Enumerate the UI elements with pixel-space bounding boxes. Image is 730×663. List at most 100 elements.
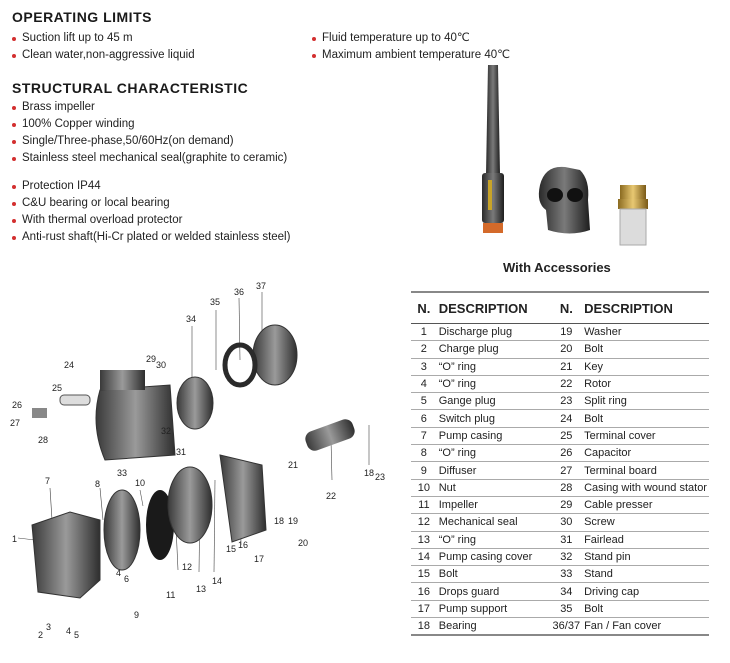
svg-text:15: 15: [226, 544, 236, 554]
svg-text:34: 34: [186, 314, 196, 324]
part-number-cell: 36/37: [550, 617, 583, 637]
part-description-cell: Switch plug: [436, 409, 551, 428]
part-description-cell: Pump casing cover: [436, 548, 551, 567]
part-description-cell: Casing with wound stator: [582, 479, 709, 497]
part-number-cell: 32: [550, 548, 583, 567]
svg-text:6: 6: [124, 574, 129, 584]
list-item: Single/Three-phase,50/60Hz(on demand): [12, 133, 287, 150]
part-number-cell: 10: [411, 479, 437, 497]
column-header: DESCRIPTION: [582, 291, 709, 324]
svg-text:29: 29: [146, 354, 156, 364]
part-number-cell: 5: [411, 392, 437, 411]
part-description-cell: Diffuser: [436, 461, 551, 480]
svg-text:2: 2: [38, 630, 43, 640]
part-description-cell: “O” ring: [436, 444, 551, 463]
part-description-cell: Terminal cover: [582, 427, 709, 446]
svg-text:27: 27: [10, 418, 20, 428]
part-description-cell: Terminal board: [582, 461, 709, 480]
part-description-cell: Cable presser: [582, 496, 709, 515]
part-number-cell: 27: [550, 461, 583, 480]
list-item: Protection IP44: [12, 178, 290, 195]
accessories-title: With Accessories: [503, 260, 611, 275]
column-header: DESCRIPTION: [436, 291, 551, 324]
part-number-cell: 12: [411, 513, 437, 532]
svg-text:19: 19: [288, 516, 298, 526]
part-number-cell: 11: [411, 496, 437, 515]
part-description-cell: Impeller: [436, 496, 551, 515]
part-number-cell: 20: [550, 340, 583, 359]
part-number-cell: 33: [550, 565, 583, 584]
part-number-cell: 8: [411, 444, 437, 463]
list-item: Stainless steel mechanical seal(graphite…: [12, 150, 287, 167]
part-description-cell: Bolt: [436, 565, 551, 584]
accessories-image: [482, 65, 648, 246]
part-number-cell: 25: [550, 427, 583, 446]
svg-text:12: 12: [182, 562, 192, 572]
part-description-cell: Rotor: [582, 375, 709, 394]
part-description-cell: Bearing: [436, 617, 551, 637]
svg-text:17: 17: [254, 554, 264, 564]
part-description-cell: Charge plug: [436, 340, 551, 359]
svg-text:18: 18: [274, 516, 284, 526]
svg-text:11: 11: [166, 590, 175, 600]
part-description-cell: Bolt: [582, 409, 709, 428]
svg-text:28: 28: [38, 435, 48, 445]
table-header-row: N. DESCRIPTION N. DESCRIPTION: [411, 291, 709, 324]
part-description-cell: Gange plug: [436, 392, 551, 411]
svg-text:4: 4: [66, 626, 71, 636]
svg-text:1: 1: [12, 534, 17, 544]
list-item: With thermal overload protector: [12, 212, 290, 229]
part-number-cell: 4: [411, 375, 437, 394]
svg-text:4: 4: [116, 568, 121, 578]
svg-text:20: 20: [298, 538, 308, 548]
svg-text:7: 7: [45, 476, 50, 486]
column-header: N.: [550, 291, 583, 324]
part-description-cell: Bolt: [582, 600, 709, 619]
list-item: Fluid temperature up to 40℃: [312, 30, 510, 47]
part-description-cell: Bolt: [582, 340, 709, 359]
part-number-cell: 2: [411, 340, 437, 359]
part-description-cell: “O” ring: [436, 531, 551, 549]
part-number-cell: 34: [550, 582, 583, 601]
part-number-cell: 3: [411, 358, 437, 376]
part-number-cell: 21: [550, 358, 583, 376]
part-description-cell: Nut: [436, 479, 551, 497]
part-number-cell: 7: [411, 427, 437, 446]
part-description-cell: Fan / Fan cover: [582, 617, 709, 637]
structural-list-1: Brass impeller 100% Copper winding Singl…: [12, 99, 287, 167]
structural-list-2: Protection IP44 C&U bearing or local bea…: [12, 178, 290, 246]
operating-limits-heading: OPERATING LIMITS: [12, 9, 152, 25]
part-number-cell: 19: [550, 323, 583, 342]
svg-text:3: 3: [46, 622, 51, 632]
svg-text:16: 16: [238, 540, 248, 550]
part-number-cell: 15: [411, 565, 437, 584]
part-number-cell: 24: [550, 409, 583, 428]
part-number-cell: 26: [550, 444, 583, 463]
operating-limits-right-list: Fluid temperature up to 40℃ Maximum ambi…: [312, 30, 510, 64]
part-number-cell: 17: [411, 600, 437, 619]
part-description-cell: “O” ring: [436, 358, 551, 376]
part-number-cell: 13: [411, 531, 437, 549]
part-number-cell: 35: [550, 600, 583, 619]
structural-heading: STRUCTURAL CHARACTERISTIC: [12, 80, 249, 96]
list-item: Maximum ambient temperature 40℃: [312, 47, 510, 64]
svg-text:32: 32: [161, 426, 171, 436]
list-item: Clean water,non-aggressive liquid: [12, 47, 195, 64]
part-number-cell: 31: [550, 531, 583, 549]
svg-text:31: 31: [176, 447, 186, 457]
svg-text:36: 36: [234, 287, 244, 297]
part-number-cell: 6: [411, 409, 437, 428]
part-description-cell: Stand: [582, 565, 709, 584]
part-description-cell: Fairlead: [582, 531, 709, 549]
part-description-cell: Split ring: [582, 392, 709, 411]
